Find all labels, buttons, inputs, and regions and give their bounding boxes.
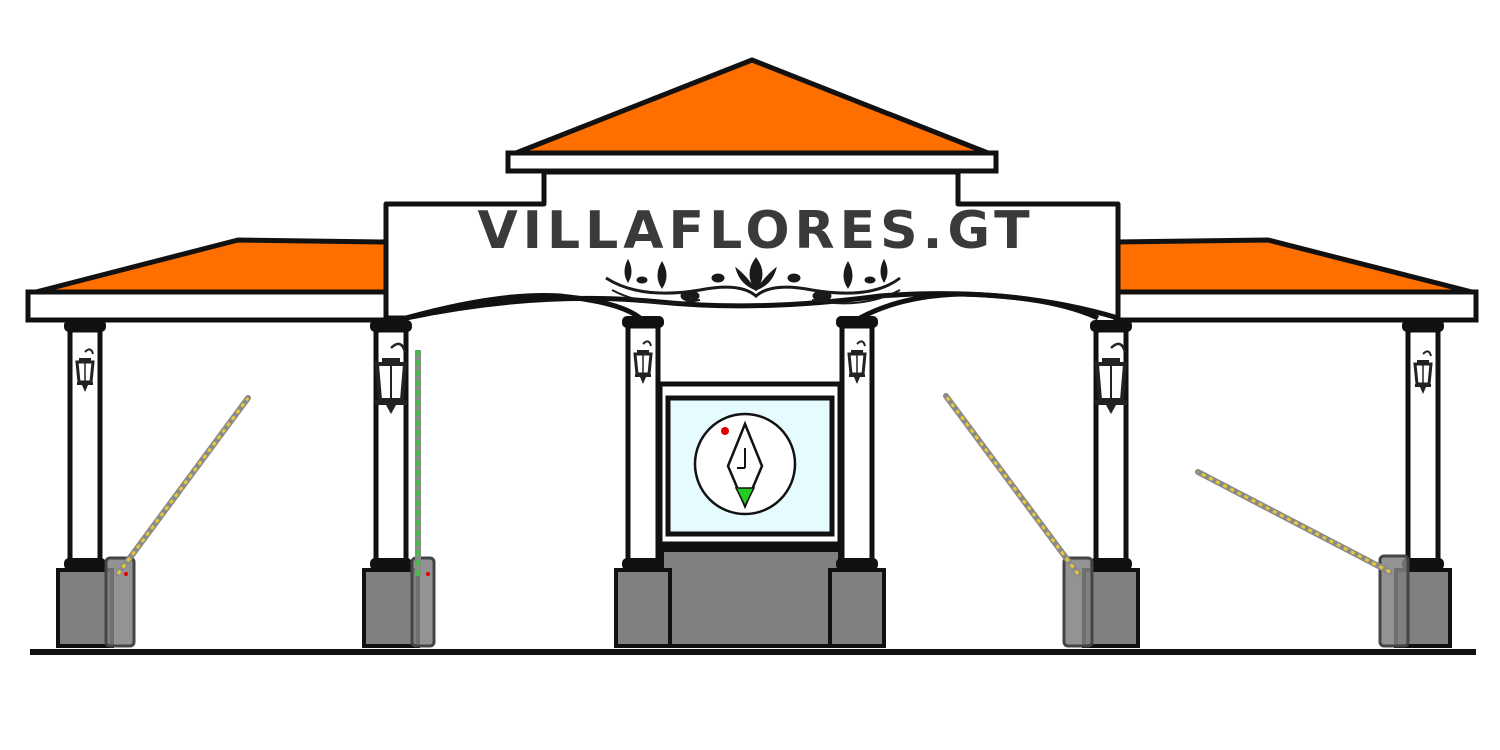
central-roof <box>505 57 999 174</box>
compass-icon <box>693 412 797 516</box>
compass-north-dot <box>721 427 729 435</box>
column-4 <box>828 316 886 648</box>
central-facade <box>383 169 1121 321</box>
right-roof <box>1113 237 1479 323</box>
left-roof <box>25 237 391 323</box>
column-1 <box>56 320 114 648</box>
barrier-arm-3 <box>943 393 1081 577</box>
barrier-arm-1 <box>115 395 251 577</box>
barrier-arm-2 <box>415 350 430 576</box>
barrier-housings <box>104 554 1410 648</box>
floral-ornament-icon <box>605 257 901 305</box>
barrier-arm-4 <box>1195 469 1393 575</box>
sign-text: VILLAFLORES.GT <box>477 201 1034 261</box>
